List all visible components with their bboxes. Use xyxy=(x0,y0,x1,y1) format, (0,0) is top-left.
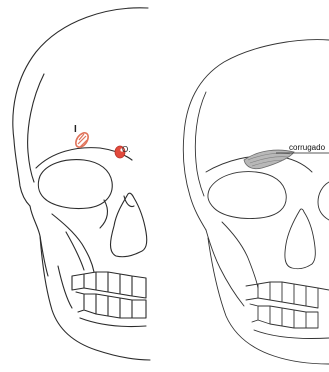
left-temporal-line xyxy=(28,74,44,182)
corrugator-label: corrugado xyxy=(289,143,326,152)
right-temporal-line xyxy=(195,92,206,196)
right-nasal-cavity xyxy=(285,209,315,269)
left-jaw-lower-gum xyxy=(80,318,146,327)
insertion-label: I xyxy=(74,124,77,135)
right-cranium-outline xyxy=(183,40,329,230)
right-mandible xyxy=(208,238,329,364)
left-cheek-outline xyxy=(30,206,48,276)
left-skull-drawing xyxy=(13,8,150,360)
origin-label: O. xyxy=(122,145,130,154)
right-orbit-second xyxy=(318,182,329,220)
right-lower-teeth xyxy=(250,304,318,328)
right-orbit xyxy=(208,172,286,219)
right-zygomatic xyxy=(222,222,258,288)
right-jaw-lower-gum xyxy=(254,330,329,339)
left-orbit xyxy=(38,160,112,209)
left-zygomatic xyxy=(52,214,94,272)
right-upper-teeth xyxy=(246,282,329,308)
left-lower-teeth xyxy=(76,292,146,318)
left-maxilla-line xyxy=(66,232,84,270)
left-mandible-inner xyxy=(58,266,72,308)
left-markers: I O. xyxy=(73,124,130,158)
nasal-cavity xyxy=(111,193,147,257)
left-cranium-outline xyxy=(13,8,148,206)
right-skull-drawing xyxy=(183,40,329,364)
